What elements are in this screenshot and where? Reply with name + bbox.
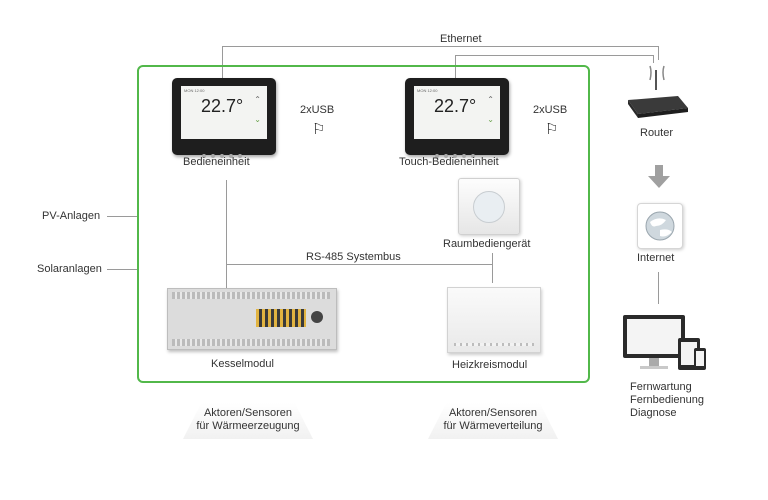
raum-dial <box>473 191 505 223</box>
ethernet-line-router2 <box>653 55 654 63</box>
kessel-terminals-top <box>172 292 330 299</box>
tray2-line2: für Wärmeverteilung <box>443 420 543 432</box>
raum-label: Raumbediengerät <box>443 238 531 250</box>
arrow-down-icon <box>648 165 670 188</box>
internet-connector <box>658 272 659 304</box>
router-icon <box>628 65 688 118</box>
ethernet-line-mid-drop <box>455 55 456 79</box>
raumbediengeraet-device <box>458 178 520 235</box>
system-frame <box>137 65 590 383</box>
tray1-line1: Aktoren/Sensoren <box>203 407 293 419</box>
chevron-down-icon: ⌄ <box>487 115 494 124</box>
pv-label: PV-Anlagen <box>42 210 101 222</box>
touch-display-header-text: MON 12:00 <box>417 88 438 93</box>
usb-label-2: 2xUSB <box>533 104 568 116</box>
usb-label-1: 2xUSB <box>300 104 335 116</box>
bus-line-horizontal <box>226 264 493 265</box>
touch-display-unit: ° <box>469 96 477 116</box>
internet-label: Internet <box>637 252 675 264</box>
display-temperature: 22.7 <box>201 96 237 116</box>
chevron-up-icon: ⌃ <box>487 95 494 104</box>
devices-icon <box>623 315 706 370</box>
chevron-down-icon: ⌄ <box>254 115 261 124</box>
rs485-label: RS-485 Systembus <box>306 251 401 263</box>
ethernet-label: Ethernet <box>440 33 482 45</box>
display-screen: MON 12:00 22.7° ⌃ ⌄ <box>181 86 267 139</box>
kessel-relay-block <box>256 309 306 327</box>
solar-label: Solaranlagen <box>37 263 102 275</box>
remote-line-1: Fernwartung <box>630 381 692 393</box>
display-unit: ° <box>236 96 244 116</box>
bus-line-vertical-left <box>226 180 227 290</box>
heizkreis-strip <box>454 343 534 346</box>
tray1-line2: für Wärmeerzeugung <box>196 420 300 432</box>
touch-display-temperature: 22.7 <box>434 96 470 116</box>
router-label: Router <box>640 127 674 139</box>
bus-line-vertical-right <box>492 253 493 283</box>
ethernet-line-mid-top <box>455 55 654 56</box>
display-buttons <box>202 145 252 158</box>
heizkreismodul-label: Heizkreismodul <box>452 359 528 371</box>
ethernet-line-router-drop <box>658 46 659 60</box>
kesselmodul-device <box>167 288 337 350</box>
bedieneinheit-display: MON 12:00 22.7° ⌃ ⌄ <box>172 78 276 158</box>
chevron-up-icon: ⌃ <box>254 95 261 104</box>
kessel-knob <box>311 311 323 323</box>
solar-connector <box>107 269 137 270</box>
globe-icon <box>645 211 675 241</box>
touch-display-buttons <box>435 145 485 158</box>
display-header-text: MON 12:00 <box>184 88 205 93</box>
tray2-line1: Aktoren/Sensoren <box>448 407 538 419</box>
tray-waermeverteilung: Aktoren/Sensoren für Wärmeverteilung <box>428 403 558 439</box>
kesselmodul-label: Kesselmodul <box>211 358 274 370</box>
ethernet-line-left-drop <box>222 46 223 79</box>
remote-line-2: Fernbedienung <box>630 394 705 406</box>
heizkreismodul-device <box>447 287 541 353</box>
pv-connector <box>107 216 137 217</box>
usb-icon: ⚐ <box>545 121 559 138</box>
usb-icon: ⚐ <box>312 121 326 138</box>
kessel-terminals-bottom <box>172 339 330 346</box>
touch-bedieneinheit-display: MON 12:00 22.7° ⌃ ⌄ <box>405 78 509 158</box>
remote-line-3: Diagnose <box>630 407 677 419</box>
ethernet-line-top <box>222 46 659 47</box>
touch-bedieneinheit-label: Touch-Bedieneinheit <box>399 156 499 168</box>
internet-tile <box>637 203 683 249</box>
touch-display-screen: MON 12:00 22.7° ⌃ ⌄ <box>414 86 500 139</box>
bedieneinheit-label: Bedieneinheit <box>183 156 250 168</box>
tray-waermeerzeugung: Aktoren/Sensoren für Wärmeerzeugung <box>183 403 313 439</box>
